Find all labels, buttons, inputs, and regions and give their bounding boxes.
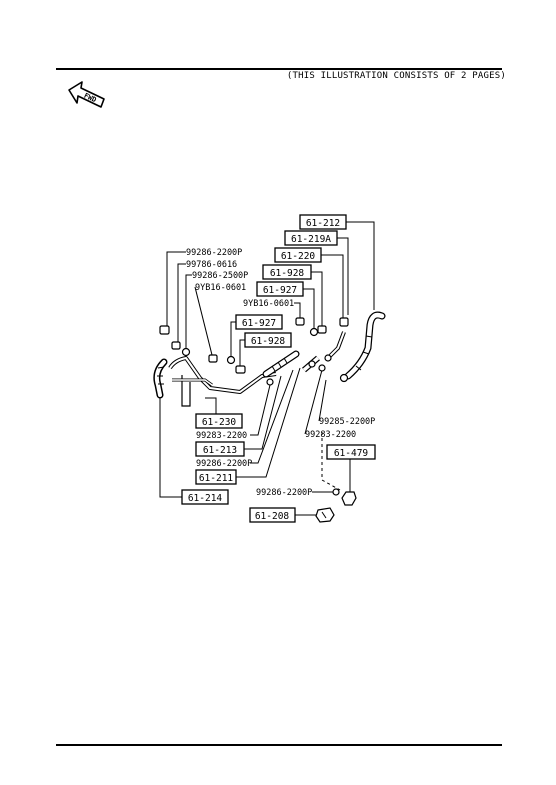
plain-labels: 99286-2200P 99786-0616 99286-2500P 9YB16… xyxy=(186,248,375,498)
pipe-61-219a xyxy=(326,331,346,360)
svg-text:61-219A: 61-219A xyxy=(291,234,331,245)
label-61-928-b: 61-928 xyxy=(244,332,292,348)
svg-text:61-928: 61-928 xyxy=(251,336,286,347)
label-61-220: 61-220 xyxy=(274,247,322,263)
hose-61-212 xyxy=(344,311,386,380)
hose-61-214 xyxy=(153,358,168,399)
hose-61-213 xyxy=(262,350,300,378)
svg-text:61-214: 61-214 xyxy=(188,493,223,504)
label-99786-0616: 99786-0616 xyxy=(186,260,237,270)
label-61-479: 61-479 xyxy=(326,444,376,460)
label-99285-2200p: 99285-2200P xyxy=(319,417,375,427)
svg-text:61-220: 61-220 xyxy=(281,251,316,262)
svg-text:61-213: 61-213 xyxy=(203,445,237,456)
leader-lines xyxy=(159,221,375,516)
label-99286-2200p-b: 99286-2200P xyxy=(196,459,252,469)
svg-text:61-211: 61-211 xyxy=(199,473,234,484)
label-61-211: 61-211 xyxy=(195,469,237,485)
label-61-212: 61-212 xyxy=(299,214,347,230)
label-61-213: 61-213 xyxy=(195,441,245,457)
connector-61-211 xyxy=(302,355,320,373)
header-rule xyxy=(56,68,502,70)
svg-text:61-927: 61-927 xyxy=(242,318,276,329)
dashed-guide-line xyxy=(321,432,341,491)
svg-text:61-230: 61-230 xyxy=(202,417,237,428)
label-61-927-a: 61-927 xyxy=(256,281,304,297)
footer-rule xyxy=(56,744,502,746)
label-99283-2200-b: 99283-2200 xyxy=(305,430,356,440)
label-99286-2200p-c: 99286-2200P xyxy=(256,488,312,498)
svg-text:61-208: 61-208 xyxy=(255,511,290,522)
label-9yb16-0601-b: 9YB16-0601 xyxy=(243,299,294,309)
label-61-927-b: 61-927 xyxy=(235,314,283,330)
svg-text:61-212: 61-212 xyxy=(306,218,340,229)
svg-text:61-927: 61-927 xyxy=(263,285,297,296)
label-61-230: 61-230 xyxy=(195,413,243,429)
label-61-928-a: 61-928 xyxy=(262,264,312,280)
label-99283-2200-a: 99283-2200 xyxy=(196,431,247,441)
pages-note: (THIS ILLUSTRATION CONSISTS OF 2 PAGES) xyxy=(286,71,506,81)
fwd-arrow-icon: FWD xyxy=(68,81,105,108)
boxed-labels: 61-212 61-219A 61-220 61-928 61-927 61-9… xyxy=(181,214,376,523)
svg-text:61-479: 61-479 xyxy=(334,448,369,459)
pipe-61-230 xyxy=(168,356,277,407)
label-61-219a: 61-219A xyxy=(284,230,338,246)
label-99286-2500p: 99286-2500P xyxy=(192,271,248,281)
clamps xyxy=(159,317,357,523)
label-61-208: 61-208 xyxy=(249,507,296,523)
label-61-214: 61-214 xyxy=(181,489,229,505)
label-99286-2200p-a: 99286-2200P xyxy=(186,248,242,258)
label-9yb16-0601-a: 9YB16-0601 xyxy=(195,283,246,293)
svg-text:61-928: 61-928 xyxy=(270,268,305,279)
